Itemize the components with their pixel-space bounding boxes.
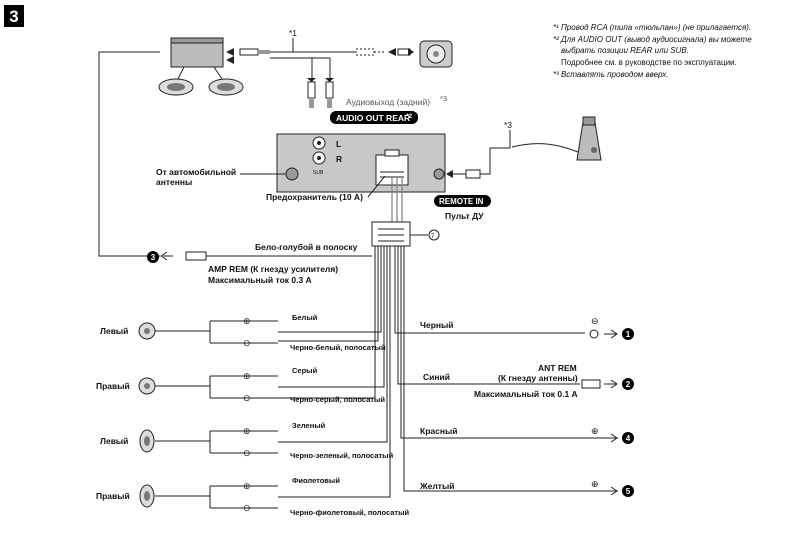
- blue-wire-label: Синий: [423, 372, 450, 382]
- audio-out-label-ru: Аудиовыход (задний): [346, 97, 430, 107]
- output-1: Черный ⊖ 1: [420, 316, 634, 340]
- neg-wire-label: Черно-зеленый, полосатый: [290, 451, 394, 460]
- footnote-2b: выбрать позиции REAR или SUB.: [561, 46, 689, 55]
- marker-1: *1: [289, 28, 297, 38]
- ant-rem-sub: (К гнезду антенны): [498, 373, 578, 383]
- audio-out-sup: *3: [440, 94, 447, 103]
- connector-mark: 7: [431, 234, 435, 240]
- speaker-pair-icon: [158, 78, 244, 96]
- antenna-label-1: От автомобильной: [156, 167, 236, 177]
- pos-wire-label: Серый: [292, 366, 318, 375]
- neg-wire-label: Черно-серый, полосатый: [290, 395, 385, 404]
- arrow-icon: [604, 433, 618, 443]
- rca-cable-right: [355, 48, 414, 56]
- output-badge: [622, 328, 634, 340]
- neg-wire-label: Черно-фиолетовый, полосатый: [290, 508, 409, 517]
- output-num: 5: [626, 487, 631, 496]
- cd-changer-icon: [419, 40, 453, 68]
- rca-plugs-down: [307, 78, 334, 108]
- output-badge: [622, 432, 634, 444]
- output-3-badge: [147, 251, 159, 263]
- output-5: Желтый ⊕ 5: [419, 479, 634, 497]
- ground-lug-icon: [589, 329, 599, 339]
- speaker-row-4: Правый ⊕ ⊖ Фиолетовый Черно-фиолетовый, …: [96, 476, 409, 517]
- ant-rem-label: ANT REM: [538, 363, 577, 373]
- white-blue-label: Бело-голубой в полоску: [255, 242, 358, 252]
- output-num: 4: [626, 434, 631, 443]
- antenna-jack-icon: [285, 167, 299, 181]
- plus-icon: ⊕: [243, 316, 251, 326]
- plus-icon: ⊕: [591, 479, 599, 489]
- remote-label-ru: Пульт ДУ: [445, 211, 484, 221]
- rca-cable-left: [226, 48, 270, 64]
- output-num: 1: [626, 330, 631, 339]
- audio-out-badge-text: AUDIO OUT REAR: [336, 113, 410, 123]
- output-badge: [622, 485, 634, 497]
- output-3-num: 3: [151, 253, 156, 262]
- speaker-side: Правый: [96, 381, 130, 391]
- section-number: 3: [9, 7, 18, 26]
- amplifier-icon: [170, 37, 224, 68]
- minus-icon: ⊖: [243, 338, 251, 348]
- minus-icon: ⊖: [591, 316, 599, 326]
- channel-r-label: R: [336, 154, 342, 164]
- output-badge: [622, 378, 634, 390]
- antenna-label-2: антенны: [156, 177, 192, 187]
- channel-l-label: L: [336, 139, 341, 149]
- speaker-row-1: Левый ⊕ ⊖ Белый Черно-белый, полосатый: [100, 313, 386, 352]
- yellow-wire-label: Желтый: [419, 481, 454, 491]
- output-2: Синий ANT REM (К гнезду антенны) Максима…: [423, 363, 634, 399]
- remote-in-badge: [434, 195, 491, 207]
- arrow-icon: [604, 486, 618, 496]
- output-num: 2: [626, 380, 631, 389]
- fuse-label: Предохранитель (10 A): [266, 192, 363, 202]
- ant-max-label: Максимальный ток 0.1 A: [474, 389, 578, 399]
- audio-out-badge-sup: *2: [406, 113, 413, 120]
- plus-icon: ⊕: [243, 371, 251, 381]
- rca-jacks: [312, 136, 326, 165]
- harness-connector: [371, 221, 411, 247]
- remote-jack-icon: [433, 168, 445, 180]
- pos-wire-label: Белый: [292, 313, 318, 322]
- footnote-2a: *² Для AUDIO OUT (вывод аудиосигнала) вы…: [553, 35, 752, 44]
- minus-icon: ⊖: [243, 503, 251, 513]
- footnote-1: *¹ Провод RCA (типа «тюльпан») (не прила…: [553, 23, 751, 32]
- footnote-2c: Подробнее см. в руководстве по эксплуата…: [561, 58, 737, 67]
- output-4: Красный ⊕ 4: [420, 426, 634, 444]
- plus-icon: ⊕: [591, 426, 599, 436]
- plus-icon: ⊕: [243, 426, 251, 436]
- audio-out-badge: [330, 111, 418, 124]
- arrow-icon: [604, 379, 618, 389]
- minus-icon: ⊖: [243, 448, 251, 458]
- speaker-side: Правый: [96, 491, 130, 501]
- sub-label: SUB: [313, 170, 324, 176]
- remote-control-icon: [576, 116, 602, 161]
- head-unit: [276, 133, 446, 193]
- pos-wire-label: Зеленый: [292, 421, 326, 430]
- neg-wire-label: Черно-белый, полосатый: [290, 343, 386, 352]
- marker-3: *3: [504, 120, 512, 130]
- speaker-side: Левый: [100, 436, 128, 446]
- amp-rem-label: AMP REM (К гнезду усилителя): [208, 264, 338, 274]
- black-wire-label: Черный: [420, 320, 454, 330]
- speaker-side: Левый: [100, 326, 128, 336]
- speaker-row-2: Правый ⊕ ⊖ Серый Черно-серый, полосатый: [96, 366, 385, 404]
- speaker-row-3: Левый ⊕ ⊖ Зеленый Черно-зеленый, полосат…: [100, 421, 394, 460]
- plus-icon: ⊕: [243, 481, 251, 491]
- amp-max-label: Максимальный ток 0.3 A: [208, 275, 312, 285]
- remote-in-badge-text: REMOTE IN: [439, 197, 484, 206]
- minus-icon: ⊖: [243, 393, 251, 403]
- footnote-3: *³ Вставлять проводом вверх.: [553, 70, 669, 79]
- arrow-icon: [160, 251, 173, 261]
- red-wire-label: Красный: [420, 426, 457, 436]
- section-number-box: [4, 5, 24, 27]
- pos-wire-label: Фиолетовый: [292, 476, 340, 485]
- arrow-icon: [604, 329, 618, 339]
